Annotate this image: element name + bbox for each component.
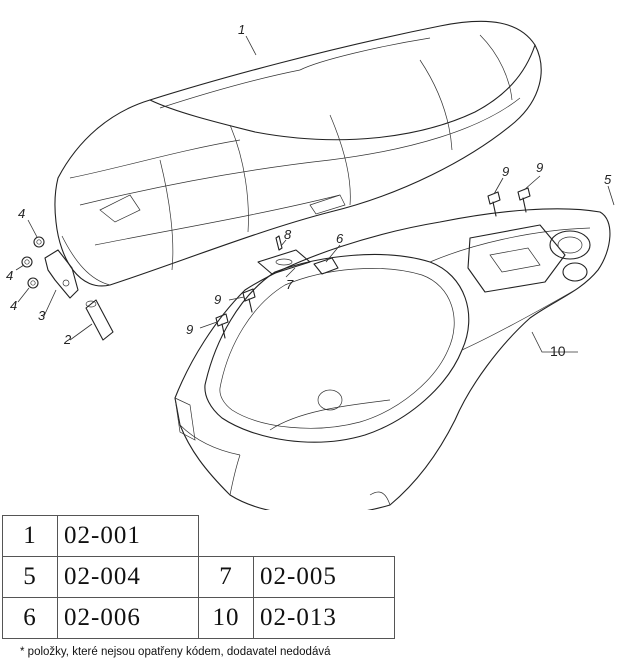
callout-9-right-b: 9 — [536, 160, 543, 175]
part-code: 02-006 — [57, 597, 199, 639]
part-code: 02-001 — [57, 515, 199, 557]
part-number: 5 — [2, 556, 58, 598]
latch-drawing — [257, 235, 339, 275]
part-number: 6 — [2, 597, 58, 639]
callout-7: 7 — [286, 277, 294, 292]
storage-box-drawing — [174, 208, 611, 510]
part-number: 1 — [2, 515, 58, 557]
exploded-parts-diagram: 1 2 3 4 4 4 5 6 7 8 9 9 9 9 10 — [6, 20, 615, 510]
callout-1: 1 — [238, 22, 245, 37]
part-number: 7 — [198, 556, 254, 598]
callout-10: 10 — [550, 343, 566, 359]
part-code: 02-005 — [253, 556, 395, 598]
callout-9-left-a: 9 — [214, 292, 221, 307]
nut-drawings — [21, 236, 45, 289]
bolt-drawings — [215, 187, 531, 339]
callout-8: 8 — [284, 227, 292, 242]
part-number: 10 — [198, 597, 254, 639]
table-row: 1 02-001 — [2, 515, 395, 557]
callout-3: 3 — [38, 308, 46, 323]
empty-cell — [254, 516, 395, 557]
empty-cell — [199, 516, 254, 557]
callout-2: 2 — [63, 332, 72, 347]
callout-4-top: 4 — [18, 206, 25, 221]
callout-4-middle: 4 — [6, 268, 13, 283]
callout-9-left-b: 9 — [186, 322, 193, 337]
table-row: 5 02-004 7 02-005 — [2, 556, 395, 598]
leader-lines — [15, 35, 615, 353]
callout-4-bottom: 4 — [10, 298, 17, 313]
table-row: 6 02-006 10 02-013 — [2, 597, 395, 639]
supplier-footnote: * položky, které nejsou opatřeny kódem, … — [20, 646, 331, 658]
seat-drawing — [54, 20, 542, 287]
callout-9-right-a: 9 — [502, 164, 509, 179]
parts-code-table: 1 02-001 5 02-004 7 02-005 6 02-006 10 0… — [2, 515, 395, 639]
bracket-drawing — [44, 249, 79, 299]
part-code: 02-013 — [253, 597, 395, 639]
part-code: 02-004 — [57, 556, 199, 598]
callout-6: 6 — [336, 231, 344, 246]
callout-5: 5 — [604, 172, 612, 187]
pin-drawing — [85, 299, 114, 341]
